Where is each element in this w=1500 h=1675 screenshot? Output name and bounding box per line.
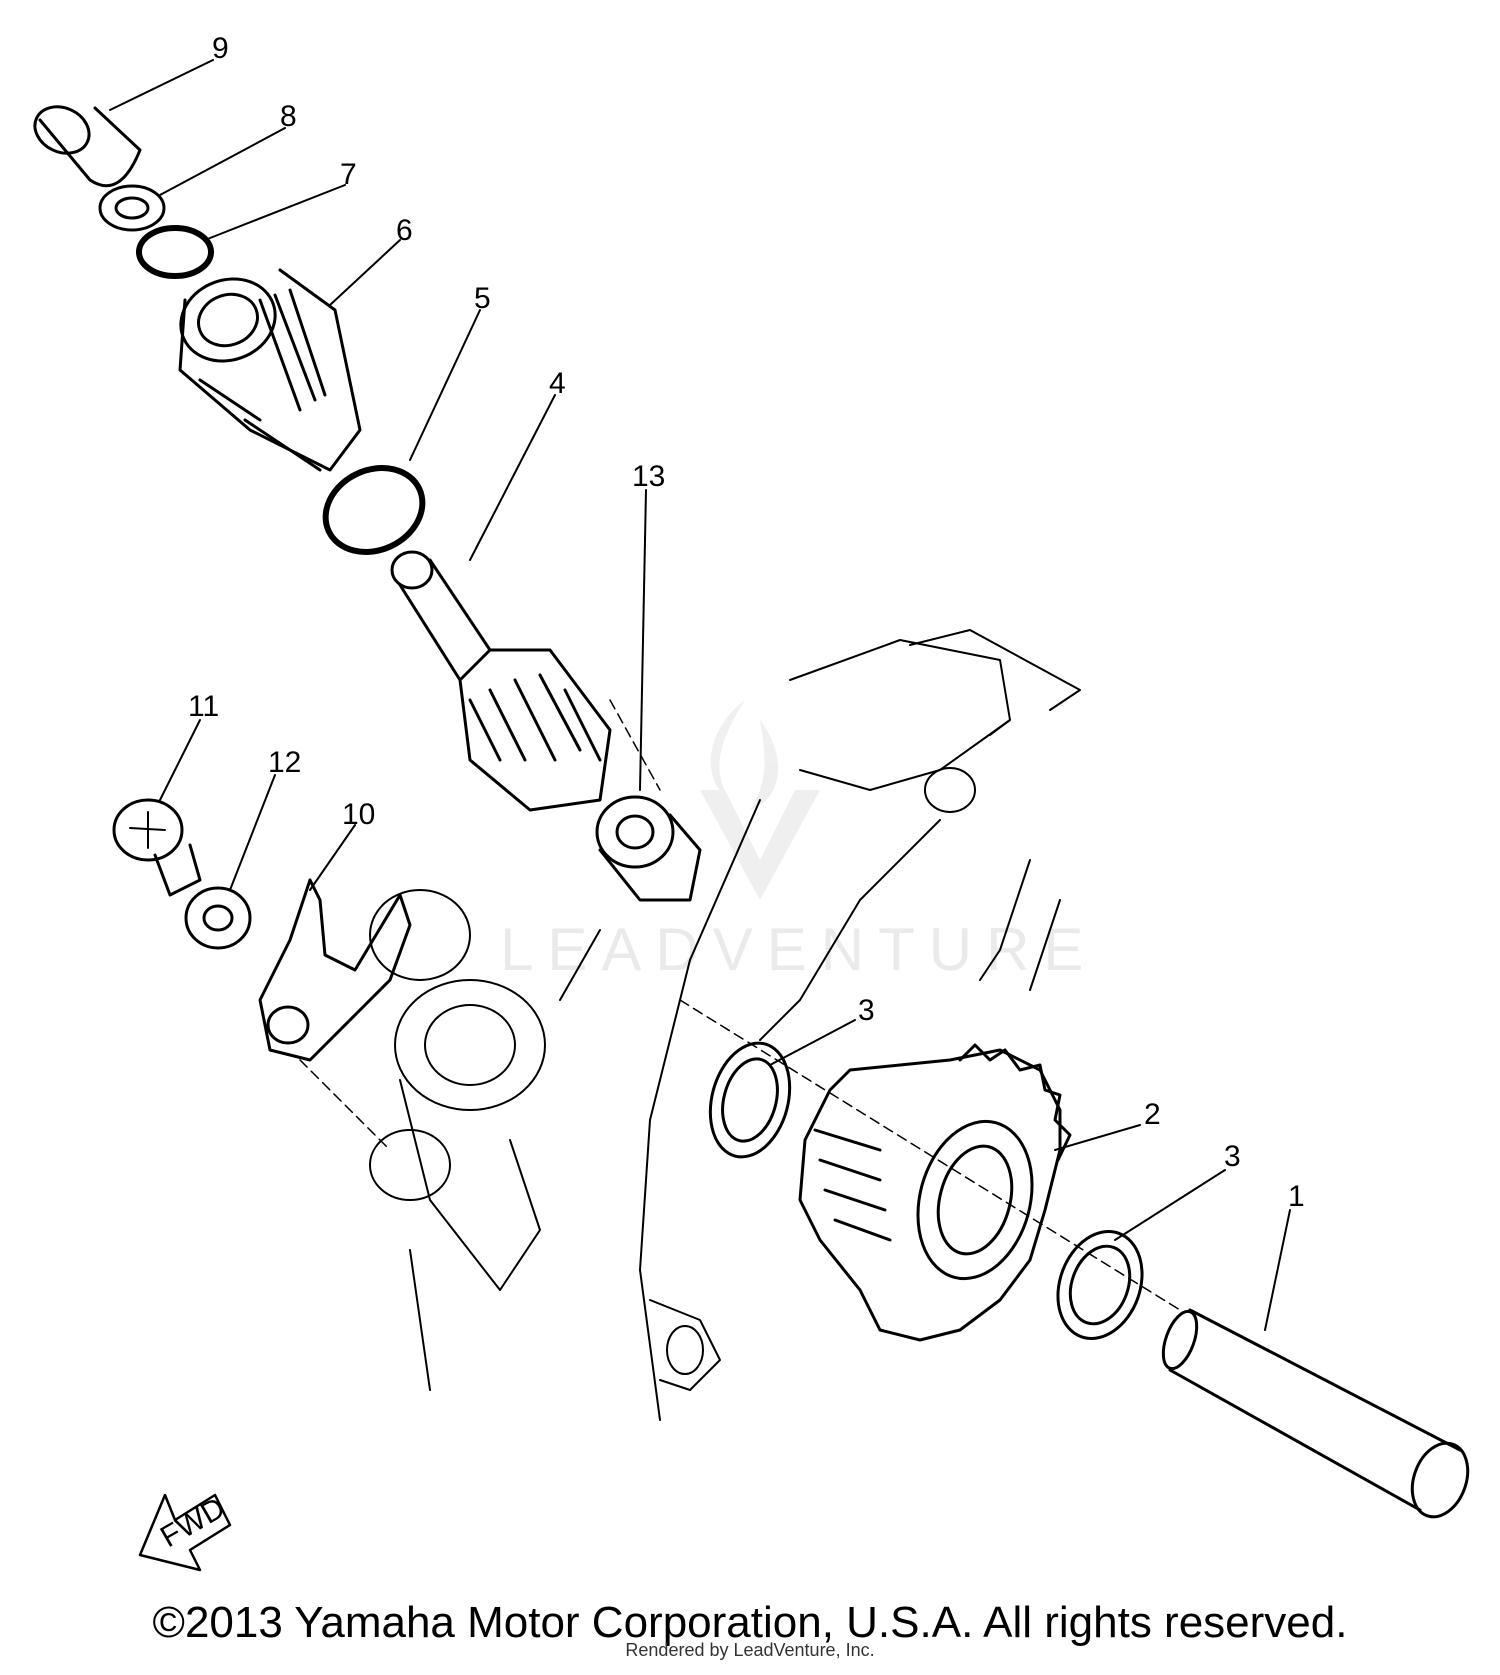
part-13-bushing: [595, 795, 702, 902]
assembly-axis-lines: [299, 699, 1181, 1311]
callout-10: 10: [342, 798, 375, 831]
part-3-washer-upper: [708, 1041, 792, 1159]
part-6-housing: [178, 268, 362, 472]
part-11-screw: [112, 798, 202, 897]
callout-2: 2: [1144, 1098, 1161, 1131]
callout-9: 9: [212, 32, 229, 65]
part-4-gear-shaft: [390, 550, 612, 812]
part-9-cap: [33, 105, 142, 188]
callout-11: 11: [188, 690, 219, 723]
callout-3-upper: 3: [858, 994, 875, 1027]
fwd-arrow-icon: [138, 1493, 232, 1572]
part-5-o-ring: [322, 465, 426, 555]
part-8-washer: [98, 184, 166, 232]
part-12-lock-washer: [184, 886, 252, 950]
callout-6: 6: [396, 214, 413, 247]
callout-5: 5: [474, 282, 491, 315]
callout-1: 1: [1288, 1180, 1305, 1213]
part-7-o-ring: [136, 225, 214, 279]
part-1-shaft: [1161, 1308, 1470, 1519]
crankcase-outline: [369, 629, 1081, 1421]
rendered-by-text: Rendered by LeadVenture, Inc.: [625, 1640, 875, 1660]
callout-7: 7: [340, 158, 357, 191]
watermark-v-icon: [700, 790, 820, 900]
copyright-text: ©2013 Yamaha Motor Corporation, U.S.A. A…: [152, 1598, 1348, 1647]
part-3-washer-lower: [1056, 1230, 1144, 1340]
leader-lines: [109, 59, 1291, 1331]
callout-4: 4: [549, 367, 566, 400]
callout-12: 12: [268, 746, 301, 779]
callout-13: 13: [632, 460, 665, 493]
callout-8: 8: [280, 100, 297, 133]
callout-labels: 9 8 7 6 5 4 13 11 12 10 3 2 3 1 FWD: [155, 32, 1305, 1554]
part-2-gear: [798, 1043, 1072, 1342]
callout-3-lower: 3: [1224, 1140, 1241, 1173]
watermark-flame-icon: [710, 700, 779, 810]
part-10-plate: [258, 878, 412, 1062]
